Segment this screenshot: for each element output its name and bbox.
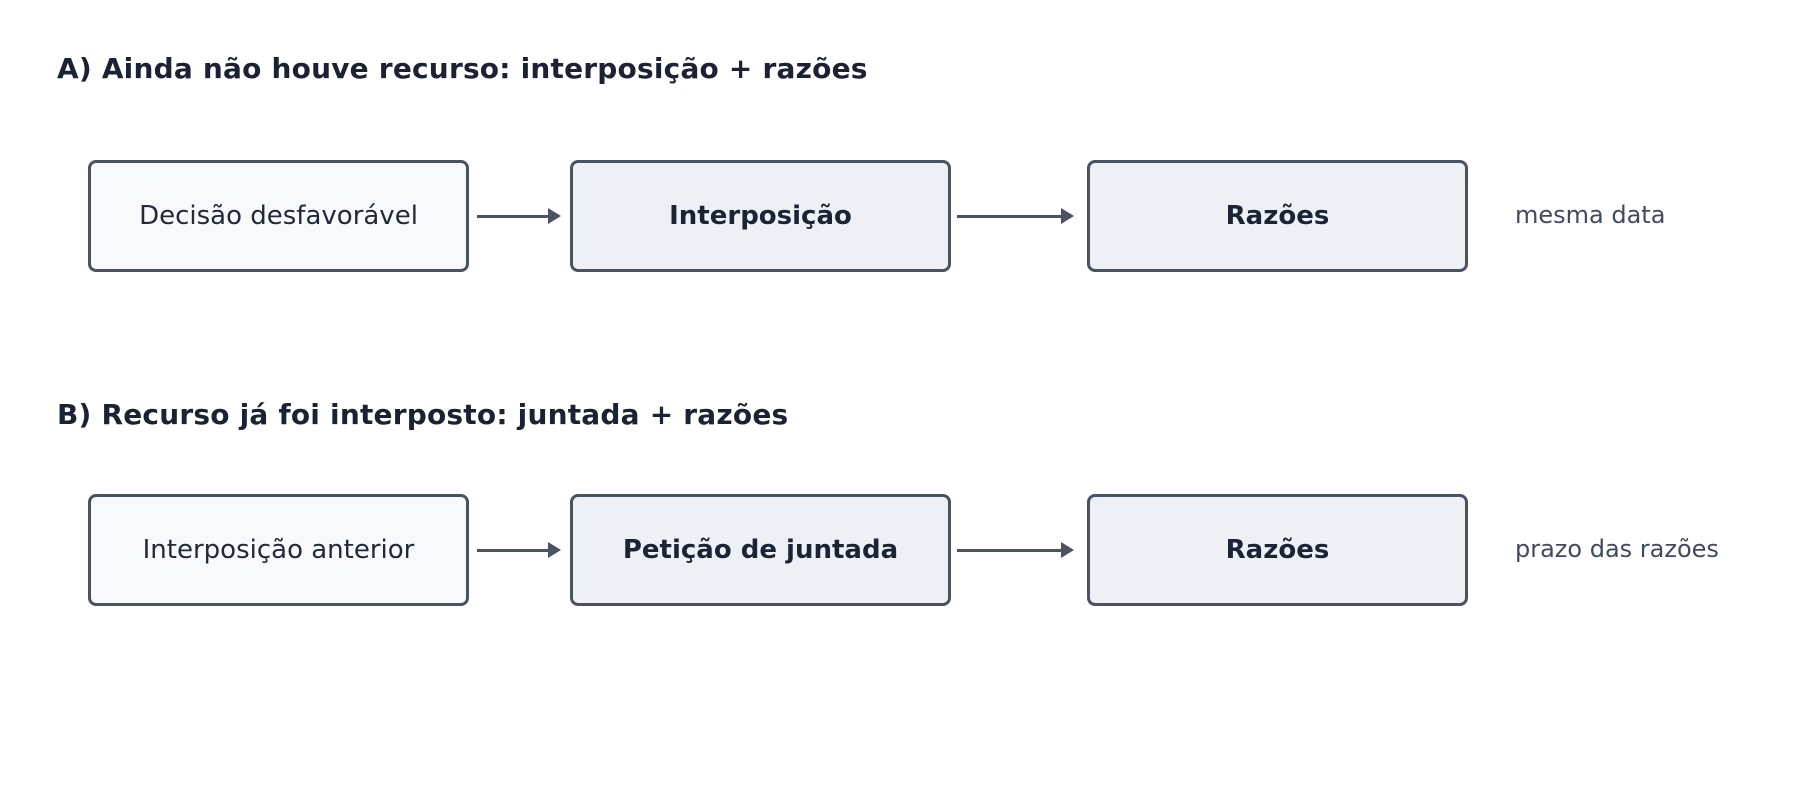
arrow-shaft bbox=[957, 214, 1061, 218]
node-razoes-b: Razões bbox=[1087, 494, 1468, 606]
node-label: Petição de juntada bbox=[622, 535, 899, 565]
arrow-head-icon bbox=[1061, 542, 1074, 558]
arrow-head-icon bbox=[1061, 208, 1074, 224]
node-label: Razões bbox=[1225, 201, 1330, 231]
arrow-shaft bbox=[477, 548, 548, 552]
section-a-flow-row: Decisão desfavorável Interposição Razões… bbox=[0, 160, 1819, 272]
section-a-heading: A) Ainda não houve recurso: interposição… bbox=[57, 52, 868, 85]
node-razoes-a: Razões bbox=[1087, 160, 1468, 272]
node-interposicao: Interposição bbox=[570, 160, 951, 272]
node-peticao-de-juntada: Petição de juntada bbox=[570, 494, 951, 606]
node-label: Interposição anterior bbox=[142, 535, 415, 565]
arrow-right-icon bbox=[477, 542, 561, 558]
arrow-right-icon bbox=[477, 208, 561, 224]
node-interposicao-anterior: Interposição anterior bbox=[88, 494, 469, 606]
node-label: Interposição bbox=[669, 201, 852, 231]
section-b-flow-row: Interposição anterior Petição de juntada… bbox=[0, 494, 1819, 606]
node-label: Decisão desfavorável bbox=[139, 201, 418, 231]
arrow-shaft bbox=[477, 214, 548, 218]
arrow-head-icon bbox=[548, 208, 561, 224]
section-b-heading: B) Recurso já foi interposto: juntada + … bbox=[57, 398, 789, 431]
node-decisao-desfavoravel: Decisão desfavorável bbox=[88, 160, 469, 272]
arrow-head-icon bbox=[548, 542, 561, 558]
side-note-prazo-das-razoes: prazo das razões bbox=[1515, 535, 1719, 563]
node-label: Razões bbox=[1225, 535, 1330, 565]
side-note-mesma-data: mesma data bbox=[1515, 201, 1666, 229]
arrow-right-icon bbox=[957, 208, 1074, 224]
arrow-shaft bbox=[957, 548, 1061, 552]
arrow-right-icon bbox=[957, 542, 1074, 558]
